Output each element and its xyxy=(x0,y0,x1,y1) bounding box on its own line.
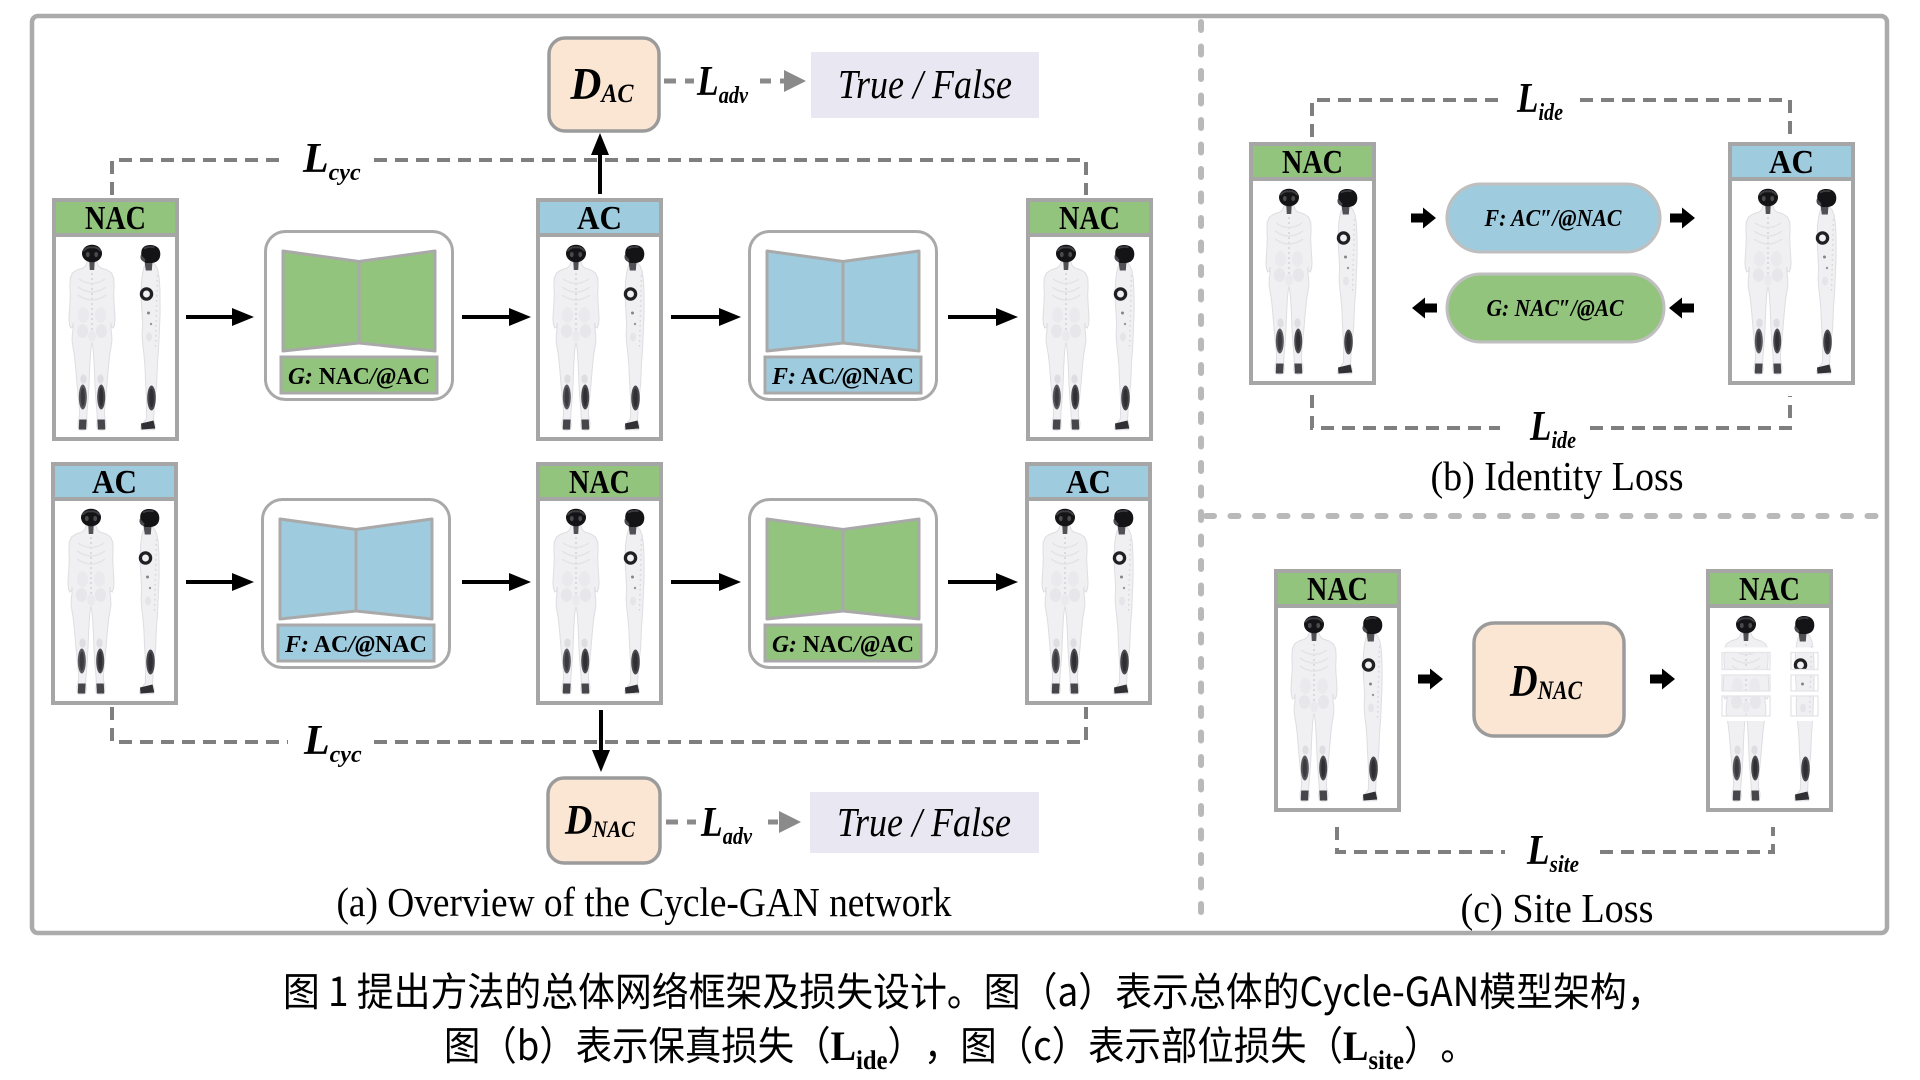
svg-text:Lcyc: Lcyc xyxy=(302,136,361,186)
svg-text:AC: AC xyxy=(1066,464,1111,501)
svg-text:Lide: Lide xyxy=(1529,404,1576,454)
svg-text:G: NAC″/@AC: G: NAC″/@AC xyxy=(1487,296,1625,322)
svg-text:NAC: NAC xyxy=(1059,200,1120,237)
svg-text:(b) Identity Loss: (b) Identity Loss xyxy=(1431,453,1684,499)
svg-text:Lcyc: Lcyc xyxy=(303,718,362,768)
svg-text:F: AC/@NAC: F: AC/@NAC xyxy=(771,363,914,390)
svg-text:True / False: True / False xyxy=(838,61,1012,107)
svg-text:AC: AC xyxy=(577,200,622,237)
svg-text:F: AC/@NAC: F: AC/@NAC xyxy=(284,631,427,658)
svg-text:NAC: NAC xyxy=(1739,571,1800,608)
svg-text:DAC: DAC xyxy=(570,58,635,109)
svg-text:F: AC″/@NAC: F: AC″/@NAC xyxy=(1484,206,1623,232)
svg-text:Lide: Lide xyxy=(1516,76,1563,126)
svg-text:AC: AC xyxy=(92,464,137,501)
svg-text:True / False: True / False xyxy=(837,799,1011,845)
svg-text:G: NAC/@AC: G: NAC/@AC xyxy=(772,631,914,658)
svg-text:(a) Overview of the Cycle-GAN: (a) Overview of the Cycle-GAN network xyxy=(337,879,952,925)
svg-text:G: NAC/@AC: G: NAC/@AC xyxy=(288,363,430,390)
svg-text:NAC: NAC xyxy=(569,464,630,501)
svg-text:(c) Site Loss: (c) Site Loss xyxy=(1461,885,1654,931)
svg-text:AC: AC xyxy=(1769,144,1814,181)
svg-text:Lsite: Lsite xyxy=(1526,828,1579,878)
svg-text:Ladv: Ladv xyxy=(696,59,748,109)
svg-text:NAC: NAC xyxy=(85,200,146,237)
svg-text:Ladv: Ladv xyxy=(700,800,752,850)
svg-text:NAC: NAC xyxy=(1307,571,1368,608)
svg-text:NAC: NAC xyxy=(1282,144,1343,181)
